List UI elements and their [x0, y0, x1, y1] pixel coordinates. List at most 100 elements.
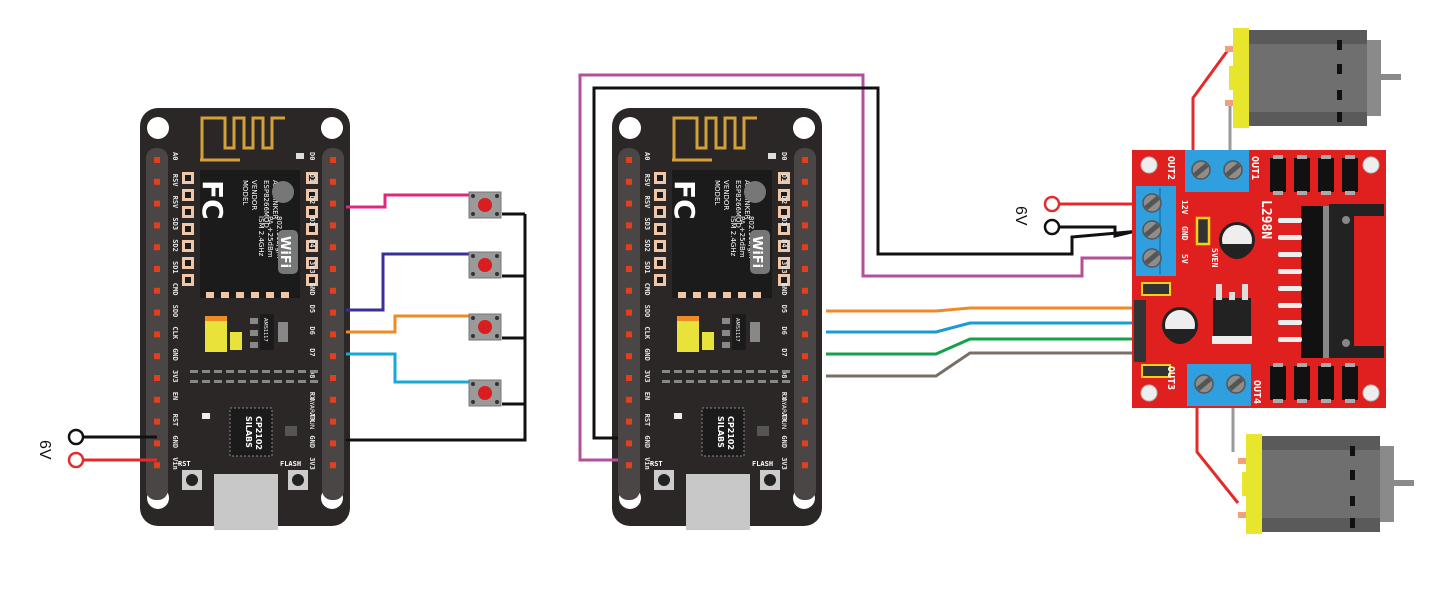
pin-left-sd1[interactable] — [154, 266, 160, 272]
pin-left-clk[interactable] — [626, 331, 632, 338]
pin-left-cmd[interactable] — [626, 287, 632, 294]
pin-right-rx[interactable] — [330, 396, 336, 403]
jumper-ena[interactable] — [1141, 282, 1171, 296]
button-cap[interactable] — [478, 320, 492, 334]
gnd-terminal-circle[interactable] — [1043, 218, 1061, 236]
button-cap[interactable] — [186, 474, 198, 486]
pin-right-d6[interactable] — [802, 331, 808, 338]
pin-right-d6[interactable] — [330, 331, 336, 338]
pin-right-d4[interactable] — [330, 244, 336, 251]
l298n-chip — [1278, 204, 1384, 358]
pin-right-gnd[interactable] — [802, 287, 808, 294]
pin-left-rsv[interactable] — [154, 178, 160, 185]
push-button-3[interactable] — [468, 313, 502, 341]
usb-port[interactable] — [686, 474, 750, 530]
pin-right-d1[interactable] — [802, 178, 808, 185]
pin-right-d1[interactable] — [330, 178, 336, 185]
pin-right-3v3[interactable] — [802, 266, 808, 272]
pin-left-vin[interactable] — [154, 462, 160, 469]
rst-button[interactable] — [182, 470, 202, 490]
pin-right-d3[interactable] — [802, 222, 808, 229]
jumper-5ven[interactable] — [1195, 216, 1211, 246]
motor-shaft[interactable] — [1394, 480, 1414, 486]
pin-left-en[interactable] — [626, 396, 632, 403]
pin-right-tx[interactable] — [330, 418, 336, 425]
pin-right-d8[interactable] — [802, 375, 808, 381]
pad — [657, 260, 663, 266]
pin-right-gnd[interactable] — [802, 440, 808, 447]
motor-terminal[interactable] — [1225, 100, 1233, 106]
flash-button[interactable] — [288, 470, 308, 490]
positive-terminal-circle[interactable] — [1043, 195, 1061, 213]
motor-shaft[interactable] — [1381, 74, 1401, 80]
pin-left-gnd[interactable] — [626, 353, 632, 360]
pin-left-sd1[interactable] — [626, 266, 632, 272]
motor-terminal[interactable] — [1225, 46, 1233, 52]
pin-label: 3V3 — [780, 261, 788, 274]
input-header[interactable] — [1134, 282, 1171, 378]
pin-left-gnd[interactable] — [154, 440, 160, 447]
flash-button[interactable] — [760, 470, 780, 490]
pin-left-sdo[interactable] — [154, 309, 160, 316]
usb-port[interactable] — [214, 474, 278, 530]
button-cap[interactable] — [764, 474, 776, 486]
regulator-label: AMS1117 — [262, 318, 268, 342]
button-cap[interactable] — [292, 474, 304, 486]
pin-right-d4[interactable] — [802, 244, 808, 251]
pin-right-d5[interactable] — [802, 309, 808, 316]
pin-left-rsv[interactable] — [154, 200, 160, 207]
pin-left-rsv[interactable] — [626, 178, 632, 185]
push-button-1[interactable] — [468, 191, 502, 219]
pin-right-d0[interactable] — [330, 157, 336, 163]
pin-left-sd2[interactable] — [626, 244, 632, 251]
pin-left-rst[interactable] — [626, 418, 632, 425]
pin-left-clk[interactable] — [154, 331, 160, 338]
pin-left-sd3[interactable] — [154, 222, 160, 229]
push-button-2[interactable] — [468, 251, 502, 279]
pin-right-3v3[interactable] — [802, 462, 808, 469]
pin-left-sdo[interactable] — [626, 309, 632, 316]
pin-left-a0[interactable] — [154, 157, 160, 163]
gnd-terminal-circle[interactable] — [67, 428, 85, 446]
pin-left-en[interactable] — [154, 396, 160, 403]
pin-right-3v3[interactable] — [330, 266, 336, 272]
positive-terminal-circle[interactable] — [67, 451, 85, 469]
terminal-power[interactable] — [1136, 186, 1176, 276]
pin-right-d7[interactable] — [802, 353, 808, 360]
motor-terminal[interactable] — [1238, 458, 1246, 464]
pin-left-vin[interactable] — [626, 462, 632, 469]
push-button-4[interactable] — [468, 379, 502, 407]
pin-right-d7[interactable] — [330, 353, 336, 360]
pin-left-a0[interactable] — [626, 157, 632, 163]
terminal-out1-out2[interactable] — [1185, 150, 1249, 192]
pin-right-gnd[interactable] — [330, 287, 336, 294]
rst-label: RST — [650, 460, 663, 468]
button-cap[interactable] — [658, 474, 670, 486]
pin-right-d8[interactable] — [330, 375, 336, 381]
button-cap[interactable] — [478, 198, 492, 212]
pin-left-cmd[interactable] — [154, 287, 160, 294]
pin-left-3v3[interactable] — [626, 375, 632, 381]
button-cap[interactable] — [478, 258, 492, 272]
pin-left-gnd[interactable] — [154, 353, 160, 360]
terminal-out3-out4[interactable] — [1187, 364, 1251, 406]
pin-right-d2[interactable] — [802, 200, 808, 207]
pin-right-d3[interactable] — [330, 222, 336, 229]
pin-right-gnd[interactable] — [330, 440, 336, 447]
pin-right-d0[interactable] — [802, 157, 808, 163]
pin-left-rst[interactable] — [154, 418, 160, 425]
rst-button[interactable] — [654, 470, 674, 490]
pin-left-gnd[interactable] — [626, 440, 632, 447]
button-cap[interactable] — [478, 386, 492, 400]
pin-left-3v3[interactable] — [154, 375, 160, 381]
pin-right-d5[interactable] — [330, 309, 336, 316]
motor-terminal[interactable] — [1238, 512, 1246, 518]
jumper-enb[interactable] — [1141, 364, 1171, 378]
pin-right-tx[interactable] — [802, 418, 808, 425]
pin-left-sd3[interactable] — [626, 222, 632, 229]
pin-right-d2[interactable] — [330, 200, 336, 207]
pin-left-sd2[interactable] — [154, 244, 160, 251]
pin-right-rx[interactable] — [802, 396, 808, 403]
pin-right-3v3[interactable] — [330, 462, 336, 469]
pin-left-rsv[interactable] — [626, 200, 632, 207]
